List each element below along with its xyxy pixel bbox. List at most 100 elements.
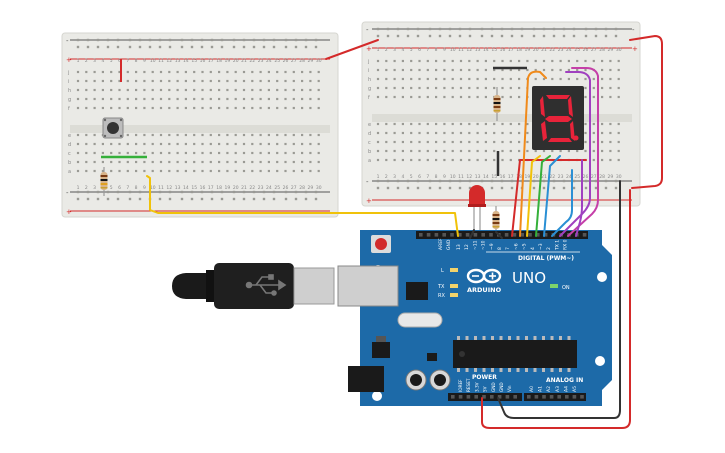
resistor[interactable] xyxy=(493,87,501,121)
column-number: 27 xyxy=(591,47,597,53)
column-number: 11 xyxy=(458,47,464,53)
column-number: 25 xyxy=(574,174,580,180)
power-pin-label: 3.3V xyxy=(474,382,479,392)
analog-pin-label: A3 xyxy=(555,386,561,392)
red-led[interactable] xyxy=(468,185,486,230)
wire-yellow[interactable] xyxy=(146,175,459,237)
column-number: 18 xyxy=(216,58,222,64)
wire-green[interactable] xyxy=(535,155,551,237)
column-number: 19 xyxy=(525,174,531,180)
column-number: 20 xyxy=(533,47,539,53)
wire-magenta[interactable] xyxy=(567,67,599,237)
seven-segment-display[interactable] xyxy=(532,86,584,150)
column-number: 30 xyxy=(316,185,322,191)
column-number: 13 xyxy=(475,174,481,180)
usb-port xyxy=(337,265,399,307)
segment-a xyxy=(546,95,570,99)
column-number: 16 xyxy=(500,47,506,53)
wire-black[interactable] xyxy=(495,231,503,239)
wire-purple[interactable] xyxy=(559,71,591,237)
column-number: 7 xyxy=(426,47,429,53)
column-number: 9 xyxy=(443,47,446,53)
analog-label: ANALOG IN xyxy=(546,377,583,384)
wire-red[interactable] xyxy=(511,159,587,237)
column-number: 19 xyxy=(225,185,231,191)
column-number: 23 xyxy=(558,47,564,53)
column-number: 19 xyxy=(225,58,231,64)
column-number: 18 xyxy=(516,47,522,53)
column-number: 9 xyxy=(443,174,446,180)
row-letter: j xyxy=(67,70,69,76)
digital-pin-label: 4 xyxy=(530,247,536,250)
column-number: 6 xyxy=(118,58,121,64)
column-number: 2 xyxy=(385,47,388,53)
column-number: 26 xyxy=(583,47,589,53)
wire-blue[interactable] xyxy=(543,155,561,237)
rail-plus-label: + xyxy=(66,208,72,216)
segment-e xyxy=(541,121,547,141)
rail-plus-label: + xyxy=(366,45,372,53)
column-number: 24 xyxy=(266,185,272,191)
column-number: 20 xyxy=(233,58,239,64)
column-number: 21 xyxy=(541,47,547,53)
column-number: 5 xyxy=(410,174,413,180)
wire-red[interactable] xyxy=(629,35,663,189)
column-number: 29 xyxy=(608,174,614,180)
column-number: 5 xyxy=(110,185,113,191)
wire-red[interactable] xyxy=(325,39,379,60)
analog-pin-label: A2 xyxy=(546,386,552,392)
atmega-microcontroller xyxy=(453,340,577,368)
row-letter: d xyxy=(68,142,71,148)
column-number: 2 xyxy=(385,174,388,180)
wire-blue[interactable] xyxy=(551,169,573,237)
wire-orange[interactable] xyxy=(519,70,547,237)
pushbutton[interactable] xyxy=(102,117,124,139)
column-number: 26 xyxy=(583,174,589,180)
wire-yellow[interactable] xyxy=(526,155,541,237)
wire-purple[interactable] xyxy=(575,159,583,237)
digital-pin-label: ~5 xyxy=(522,243,528,250)
digital-pin-label: ~9 xyxy=(489,243,495,250)
digital-header xyxy=(416,231,588,239)
row-letter: a xyxy=(68,169,71,175)
led-on xyxy=(550,284,558,288)
row-letter: f xyxy=(68,106,70,112)
column-number: 29 xyxy=(308,58,314,64)
digital-pin-label: ~10 xyxy=(481,240,487,250)
column-number: 9 xyxy=(143,185,146,191)
column-number: 10 xyxy=(450,174,456,180)
wire-black[interactable] xyxy=(497,180,621,419)
usb-cable[interactable] xyxy=(172,263,335,309)
led-rx-label: RX xyxy=(438,293,445,299)
column-number: 13 xyxy=(175,58,181,64)
digital-label: DIGITAL (PWM~) xyxy=(518,255,574,262)
chip xyxy=(406,282,428,300)
led-on-label: ON xyxy=(562,285,570,291)
wire-red[interactable] xyxy=(481,189,631,429)
column-number: 28 xyxy=(299,58,305,64)
wire-black[interactable] xyxy=(469,229,475,239)
column-number: 7 xyxy=(426,174,429,180)
column-number: 16 xyxy=(500,174,506,180)
usb-icon xyxy=(245,274,287,296)
row-letter: c xyxy=(68,151,71,157)
column-number: 17 xyxy=(208,58,214,64)
decimal-point xyxy=(573,135,579,141)
column-number: 16 xyxy=(200,185,206,191)
power-label: POWER xyxy=(472,374,497,381)
aref-label: AREF xyxy=(438,238,444,250)
resistor[interactable] xyxy=(100,167,108,196)
row-letter: i xyxy=(68,79,69,85)
row-letter: d xyxy=(368,131,371,137)
arduino-logo-icon xyxy=(466,268,502,284)
digital-pin-label: ~6 xyxy=(513,243,519,250)
reset-button[interactable] xyxy=(371,235,391,253)
column-number: 2 xyxy=(85,58,88,64)
column-number: 2 xyxy=(85,185,88,191)
row-letter: h xyxy=(368,77,371,83)
analog-pin-label: A0 xyxy=(529,386,535,392)
